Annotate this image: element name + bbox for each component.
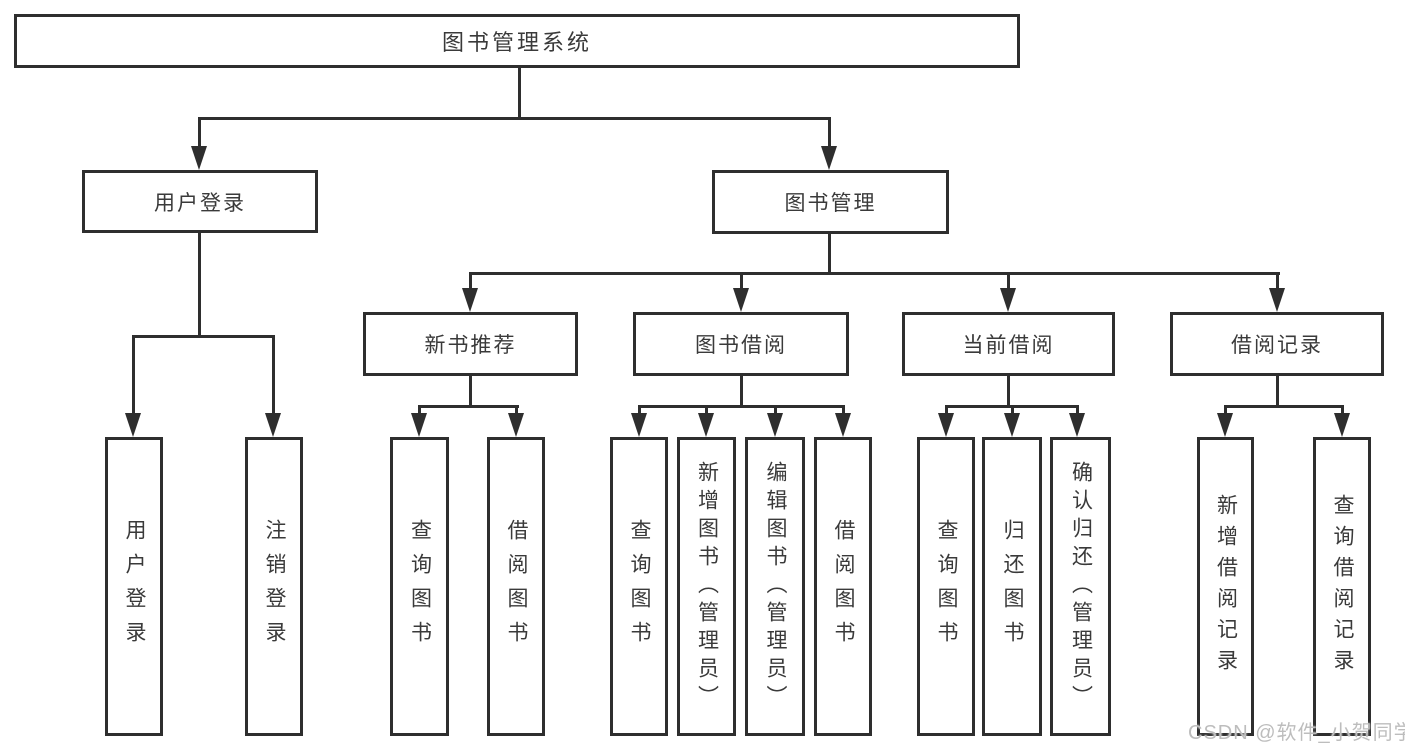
arrow-down-icon — [733, 288, 749, 312]
arrow-down-icon — [631, 413, 647, 437]
arrow-down-icon — [1217, 413, 1233, 437]
node-label: 借阅记录 — [1231, 334, 1323, 357]
arrow-down-icon — [191, 146, 207, 170]
connector-shaft — [1011, 405, 1014, 417]
csdn-watermark: CSDN @软件_小贺同学 — [1188, 722, 1405, 744]
connector-shaft — [1007, 272, 1010, 290]
leaf-label: 新增图书（管理员） — [695, 460, 719, 713]
connector-shaft — [469, 272, 472, 290]
leaf-label: 借阅图书 — [505, 518, 528, 655]
arrow-down-icon — [698, 413, 714, 437]
connector-bookmgmt-drop — [828, 234, 831, 274]
leaf-add-book-admin: 新增图书（管理员） — [677, 437, 736, 736]
leaf-edit-book-admin: 编辑图书（管理员） — [745, 437, 805, 736]
arrow-down-icon — [265, 413, 281, 437]
connector-borrowrecord-bus — [1224, 405, 1343, 408]
node-book-management: 图书管理 — [712, 170, 949, 234]
leaf-query-borrow-record: 查询借阅记录 — [1313, 437, 1371, 736]
connector-shaft — [842, 405, 845, 417]
connector-borrowrecord-drop — [1276, 376, 1279, 407]
arrow-down-icon — [835, 413, 851, 437]
connector-shaft — [132, 335, 135, 417]
arrow-down-icon — [508, 413, 524, 437]
connector-shaft — [740, 272, 743, 290]
node-new-book-recommend: 新书推荐 — [363, 312, 578, 376]
arrow-down-icon — [1334, 413, 1350, 437]
connector-root-drop — [518, 68, 521, 117]
connector-root-bus — [198, 117, 831, 120]
arrow-down-icon — [938, 413, 954, 437]
leaf-query-book-newbook: 查询图书 — [390, 437, 449, 736]
leaf-borrow-book-borrow: 借阅图书 — [814, 437, 872, 736]
node-label: 新书推荐 — [424, 334, 517, 357]
leaf-label: 查询借阅记录 — [1331, 493, 1354, 680]
connector-shaft — [418, 405, 421, 417]
leaf-label: 注销登录 — [263, 518, 286, 655]
node-label: 当前借阅 — [962, 334, 1055, 357]
arrow-down-icon — [1269, 288, 1285, 312]
connector-shaft — [1341, 405, 1344, 417]
node-label: 图书管理系统 — [441, 30, 592, 55]
connector-shaft — [638, 405, 641, 417]
arrow-down-icon — [1069, 413, 1085, 437]
arrow-down-icon — [411, 413, 427, 437]
node-label: 用户登录 — [154, 191, 246, 215]
connector-shaft — [1224, 405, 1227, 417]
arrow-down-icon — [1004, 413, 1020, 437]
leaf-return-book: 归还图书 — [982, 437, 1042, 736]
node-label: 图书管理 — [784, 192, 877, 215]
arrow-down-icon — [1000, 288, 1016, 312]
leaf-label: 借阅图书 — [832, 518, 855, 655]
connector-shaft — [198, 117, 201, 149]
connector-newbook-bus — [418, 405, 519, 408]
leaf-add-borrow-record: 新增借阅记录 — [1197, 437, 1254, 736]
node-label: 图书借阅 — [695, 334, 787, 357]
leaf-label: 用户登录 — [123, 518, 146, 655]
connector-shaft — [705, 405, 708, 417]
leaf-label: 新增借阅记录 — [1214, 493, 1238, 680]
connector-userlogin-bus — [132, 335, 275, 338]
leaf-confirm-return-admin: 确认归还（管理员） — [1050, 437, 1111, 736]
node-book-borrow: 图书借阅 — [633, 312, 849, 376]
arrow-down-icon — [125, 413, 141, 437]
arrow-down-icon — [767, 413, 783, 437]
leaf-user-login: 用户登录 — [105, 437, 163, 736]
leaf-label: 确认归还（管理员） — [1069, 460, 1093, 713]
connector-bookmgmt-bus — [469, 272, 1280, 275]
connector-shaft — [945, 405, 948, 417]
connector-bookborrow-drop — [740, 376, 743, 407]
arrow-down-icon — [821, 146, 837, 170]
arrow-down-icon — [462, 288, 478, 312]
node-user-login: 用户登录 — [82, 170, 318, 233]
leaf-label: 查询图书 — [628, 518, 651, 655]
connector-shaft — [828, 117, 831, 149]
connector-shaft — [1276, 272, 1279, 290]
leaf-label: 编辑图书（管理员） — [764, 460, 787, 713]
connector-currentborrow-drop — [1007, 376, 1010, 407]
node-current-borrow: 当前借阅 — [902, 312, 1115, 376]
connector-shaft — [272, 335, 275, 417]
leaf-logout: 注销登录 — [245, 437, 303, 736]
leaf-label: 查询图书 — [935, 518, 958, 655]
leaf-borrow-book-newbook: 借阅图书 — [487, 437, 545, 736]
connector-shaft — [515, 405, 518, 417]
node-library-management-system: 图书管理系统 — [14, 14, 1020, 68]
connector-newbook-drop — [469, 376, 472, 407]
leaf-query-book-current: 查询图书 — [917, 437, 975, 736]
connector-shaft — [1076, 405, 1079, 417]
node-borrow-record: 借阅记录 — [1170, 312, 1384, 376]
connector-userlogin-drop — [198, 233, 201, 335]
leaf-query-book-borrow: 查询图书 — [610, 437, 668, 736]
leaf-label: 归还图书 — [1001, 518, 1024, 655]
connector-shaft — [774, 405, 777, 417]
leaf-label: 查询图书 — [408, 518, 432, 655]
connector-bookborrow-bus — [638, 405, 845, 408]
